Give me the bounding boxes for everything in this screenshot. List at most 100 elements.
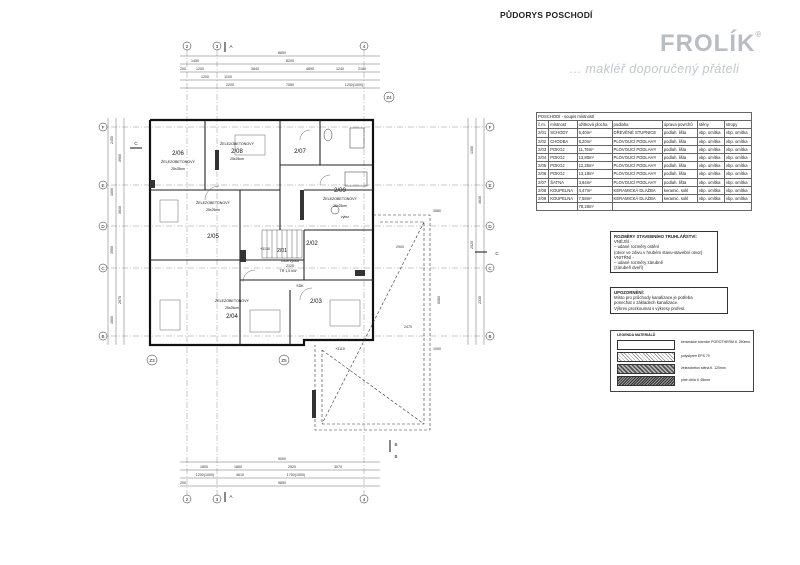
dim-side-1: 2450 xyxy=(110,136,114,144)
cell: POKOJ xyxy=(548,144,578,154)
rooms-table-caption: POSCHODÍ - soupis místností xyxy=(536,111,752,122)
dimension-lines-top xyxy=(180,55,380,89)
axis-bubbles xyxy=(98,41,495,504)
dim-bottom-5: 3070 xyxy=(334,465,342,469)
axis-label-right-3: D xyxy=(488,224,492,229)
cell: 3,64m² xyxy=(576,177,613,187)
cell: podlah. lišta xyxy=(661,177,698,187)
cell: podlah. lišta xyxy=(661,128,698,138)
note-line: Výkres prozkoumat s výkresy profesí. xyxy=(614,305,686,311)
section-label-b-1: B xyxy=(394,442,397,447)
cell: PLOVOUCÍ PODLAHY xyxy=(611,169,663,179)
legend-label-concrete: železobeton stěna tl. 120mm xyxy=(681,366,726,370)
room-2-09: 2/09 xyxy=(334,188,346,194)
level-mark-2: +3110 xyxy=(335,347,345,351)
room-2-09-note: ŽELEZOBETONOVÝ xyxy=(323,196,357,201)
cell: vbp. omítka xyxy=(696,177,725,187)
dim-bottom-7: 4610 xyxy=(236,473,244,477)
cell: vbp. omítka xyxy=(696,185,725,195)
dim-bottom-6: 1200(1000) xyxy=(196,473,214,477)
staircase xyxy=(261,229,303,259)
cell: vbp. omítka xyxy=(723,161,753,171)
dim-side-6: 2670 xyxy=(118,296,122,304)
cell: 2/01 xyxy=(535,128,550,138)
note-line: – udané rozměry ostění xyxy=(614,244,660,250)
note-joinery-dimensions: ROZMĚRY STAVEBNÍHO TRUHLÁŘSTVÍ: VNĚJŠÍ -… xyxy=(610,231,718,274)
dim-top-total: 8850 xyxy=(278,51,286,55)
axis-label-left-1: F xyxy=(102,125,105,130)
note-warning: UPOZORNĚNÍ: Místo pro průchody kanalizac… xyxy=(610,287,728,314)
section-label-c-1: C xyxy=(134,141,138,146)
dim-bottom-2: 1800 xyxy=(200,465,208,469)
cell: vbp. omítka xyxy=(723,144,753,154)
axis-label-bottom-3: 4 xyxy=(363,497,366,502)
dim-side-12: 3580 xyxy=(433,209,441,213)
cell: vbp. omítka xyxy=(696,193,725,204)
dim-side-7: 1600 xyxy=(110,316,114,324)
cell xyxy=(611,202,753,212)
cell: vbp. omítka xyxy=(723,185,753,195)
dimension-lines-bottom xyxy=(180,461,380,487)
cell: keramic. sokl xyxy=(661,185,698,195)
dim-side-5: 3950 xyxy=(110,246,114,254)
room-2-04: 2/04 xyxy=(226,314,238,320)
col-room: místnost xyxy=(548,120,578,130)
axis-label-left-2: E xyxy=(101,183,104,188)
axis-label-left-5: B xyxy=(101,334,104,339)
note-line: VNITŘNÍ - xyxy=(614,254,634,260)
axis-label-left-4: C xyxy=(101,266,105,271)
legend-swatch-solid-brick xyxy=(617,376,675,386)
sheet-title: PŮDORYS POSCHODÍ xyxy=(500,10,593,20)
cell: KOUPELNA xyxy=(548,193,578,204)
cell: vbp. omítka xyxy=(696,152,725,163)
axis-label-z5: Z5 xyxy=(281,358,287,363)
col-walls: stěny xyxy=(696,120,725,130)
cell: 2/05 xyxy=(535,161,550,171)
dim-side-9: 4630 xyxy=(478,196,482,204)
axis-label-left-3: D xyxy=(101,224,105,229)
cell: vbp. omítka xyxy=(723,193,753,204)
room-2-06-note: ŽELEZOBETONOVÝ xyxy=(161,159,195,164)
room-2-08-note: ŽELEZOBETONOVÝ xyxy=(220,141,254,146)
dim-top-10: 1200 xyxy=(201,75,209,79)
dim-side-14: 2900 xyxy=(396,245,404,249)
furniture xyxy=(159,134,361,333)
concrete-elements xyxy=(150,150,365,418)
cell: 2/09 xyxy=(535,193,550,204)
note-line: VNĚJŠÍ - xyxy=(614,239,632,245)
cell: PLOVOUCÍ PODLAHY xyxy=(611,152,663,163)
note-line: Místo pro průchody kanalizace je potřeba xyxy=(614,295,693,301)
section-markers xyxy=(130,42,487,502)
heater-label: TR 1,5 kW xyxy=(280,269,298,273)
dim-top-7: 1240 xyxy=(336,67,344,71)
dim-side-8: 1300 xyxy=(470,146,474,154)
brand-slogan: ... makléř doporučený přáteli xyxy=(570,62,740,76)
dim-top-11: 1100 xyxy=(224,75,232,79)
cell: 2/04 xyxy=(535,152,550,163)
room-2-05-note: ŽELEZOBETONOVÝ xyxy=(196,200,230,205)
cell: POKOJ xyxy=(548,161,578,171)
axis-label-right-5: B xyxy=(488,334,491,339)
cell: vbp. omítka xyxy=(696,161,725,171)
note-line: ROZMĚRY STAVEBNÍHO TRUHLÁŘSTVÍ: xyxy=(614,234,697,239)
clear-height-label: čistá výška xyxy=(281,259,299,263)
note-line: UPOZORNĚNÍ: xyxy=(614,290,645,295)
rooms-table: POSCHODÍ - soupis místností č.m. místnos… xyxy=(535,111,753,212)
cell: DŘEVĚNÉ STUPNICE xyxy=(611,128,663,138)
cell: POKOJ xyxy=(548,152,578,163)
dim-bottom-10: 200 xyxy=(180,481,186,485)
door-swings xyxy=(204,129,331,301)
dim-bottom-3: 1860 xyxy=(234,465,242,469)
dim-side-3: 1000 xyxy=(110,188,114,196)
room-2-08: 2/08 xyxy=(231,149,243,155)
cell: KOUPELNA xyxy=(548,185,578,195)
cell: 2/08 xyxy=(535,185,550,195)
col-ceiling: stropy xyxy=(723,120,753,130)
cell: POKOJ xyxy=(548,169,578,179)
logo-text: FROLÍK xyxy=(660,30,756,57)
cell: 7,58m² xyxy=(576,193,613,204)
room-2-04-size: 25x25cm xyxy=(225,306,239,310)
sdk-label: SDK xyxy=(296,284,304,288)
